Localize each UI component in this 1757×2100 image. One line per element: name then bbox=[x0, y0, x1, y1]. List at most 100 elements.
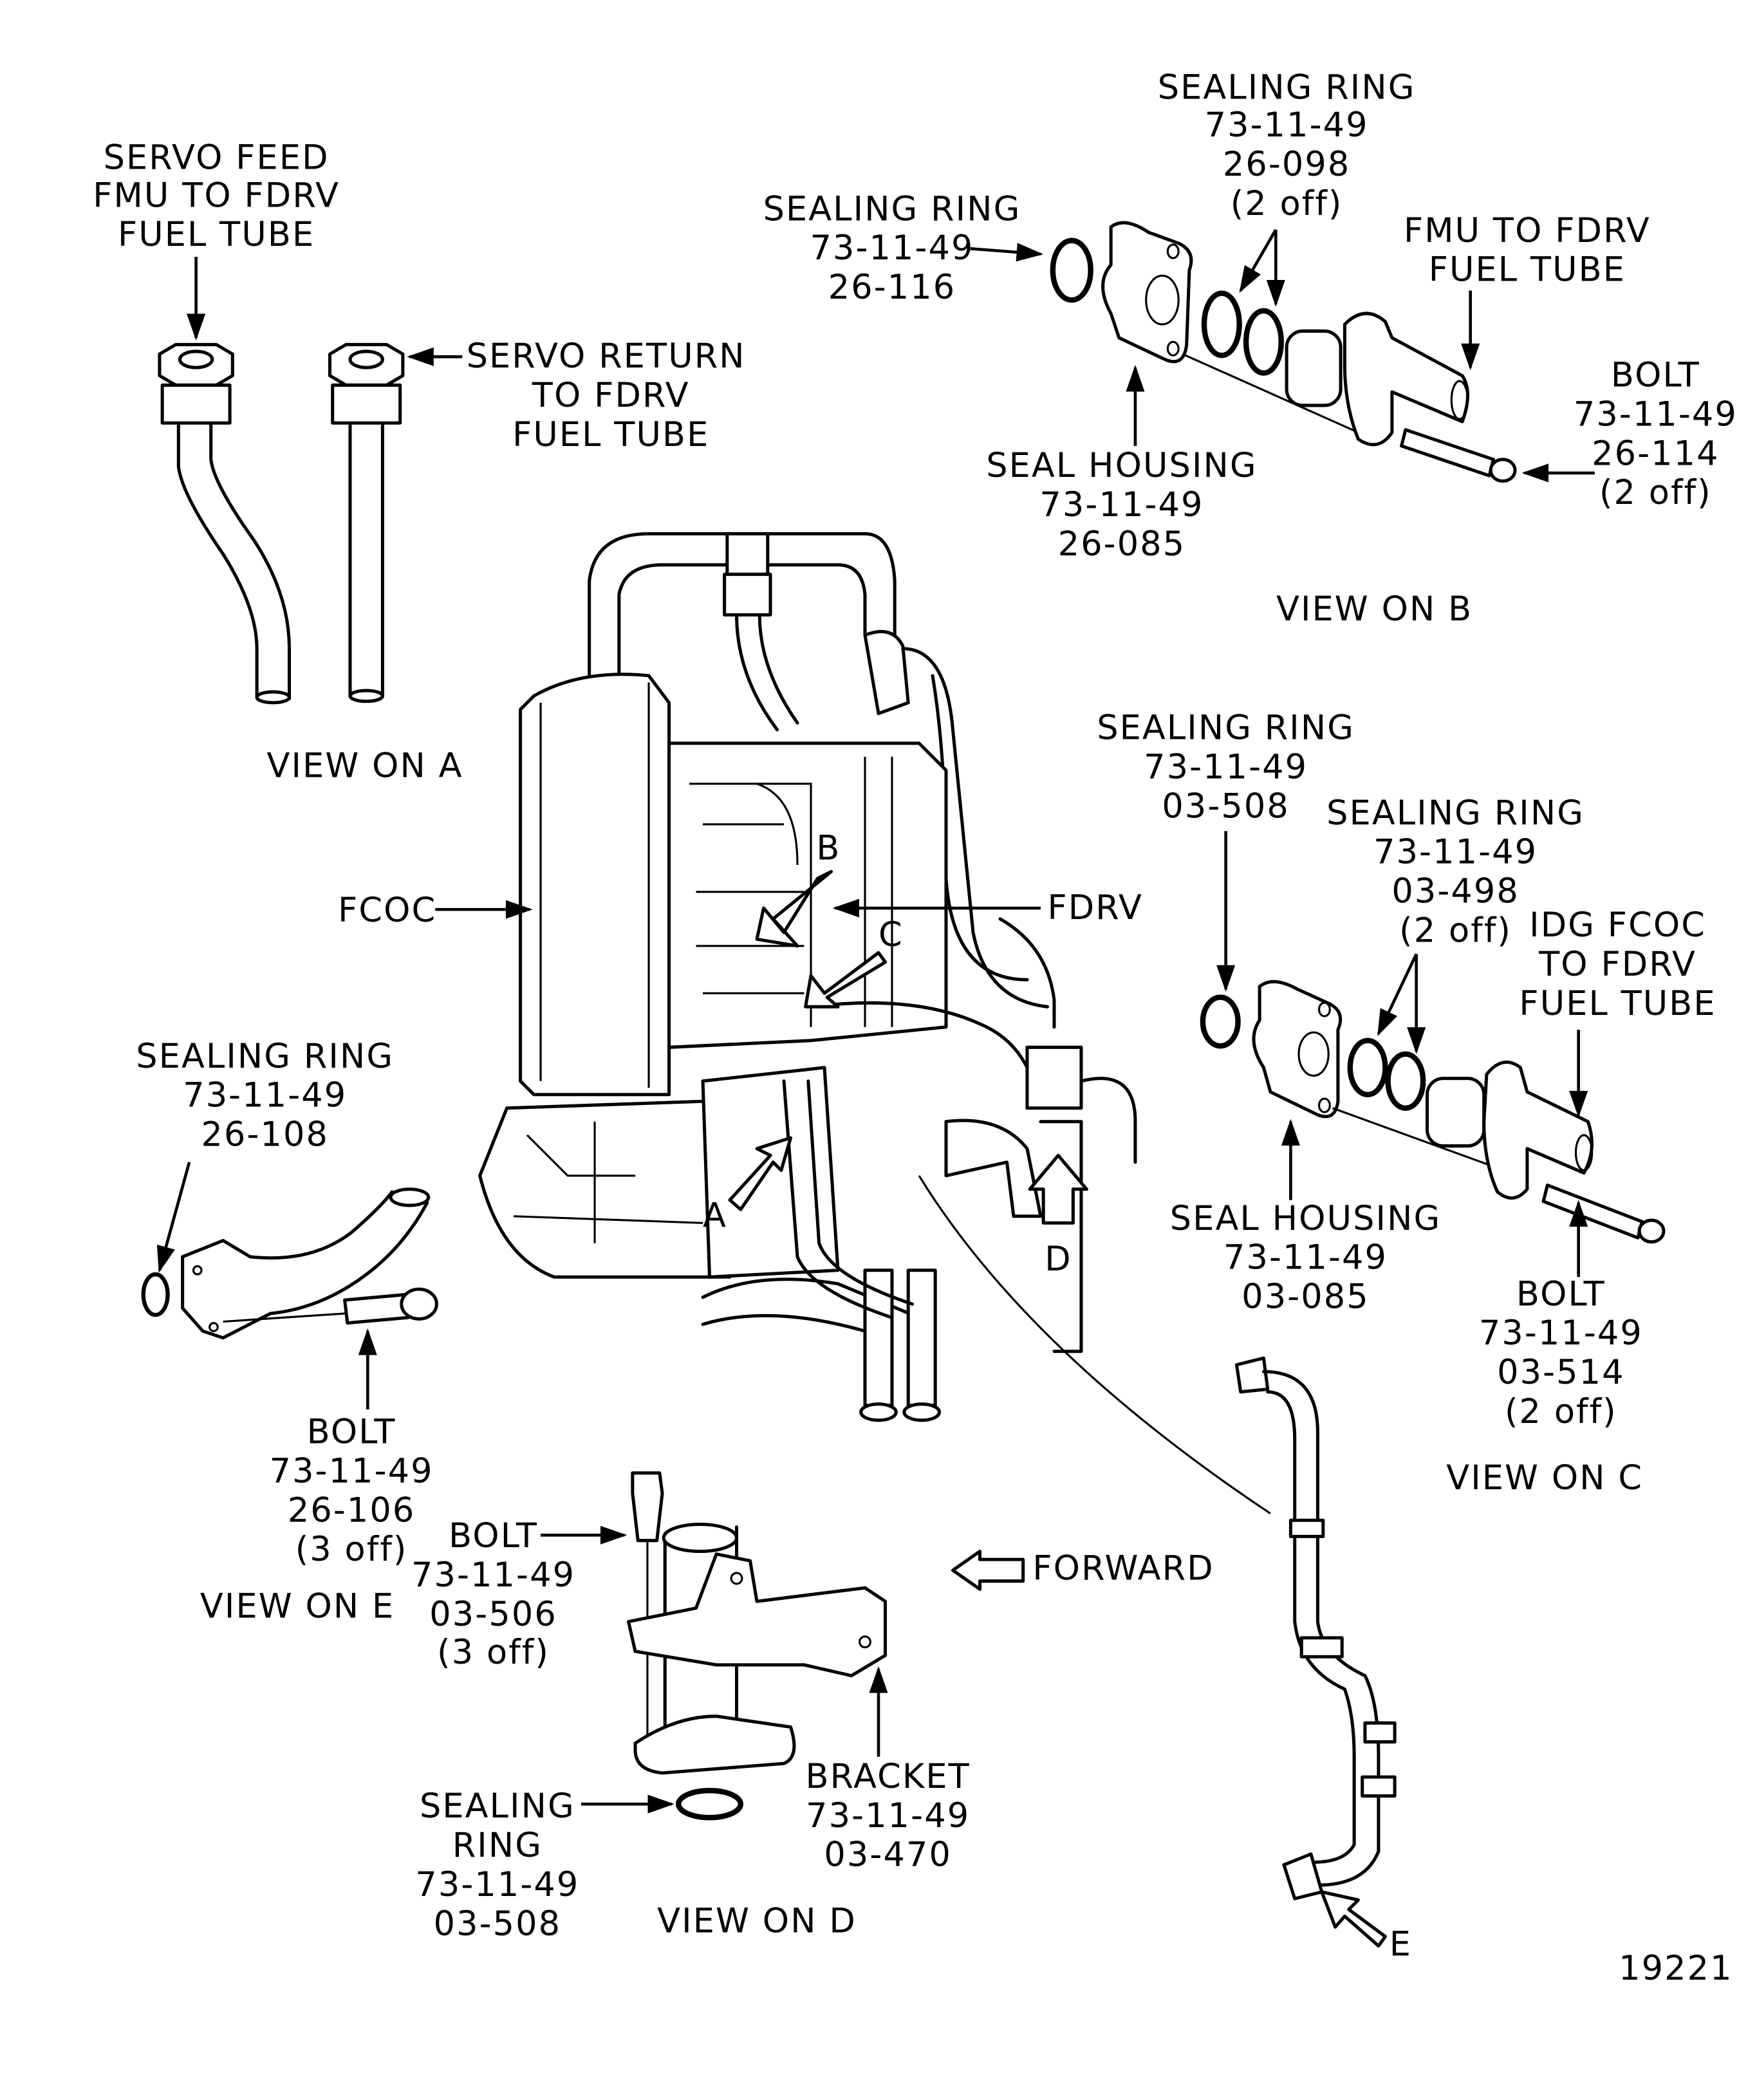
bolt-label: BOLT bbox=[1611, 356, 1700, 395]
servo-return-label: FUEL TUBE bbox=[512, 415, 709, 454]
sealing-ring-label: (2 off) bbox=[1231, 184, 1343, 223]
elbow-tube bbox=[181, 1190, 429, 1340]
fuel-tube-label: TO FDRV bbox=[1538, 945, 1697, 984]
view-arrow-a bbox=[728, 1136, 793, 1211]
sealing-ring-label: 73-11-49 bbox=[415, 1865, 579, 1904]
sealing-ring-label: SEALING RING bbox=[1326, 794, 1585, 833]
view-e-title: VIEW ON E bbox=[200, 1586, 395, 1626]
fuel-tube-label: FMU TO FDRV bbox=[1404, 211, 1651, 250]
bolt-label: 26-106 bbox=[288, 1491, 416, 1530]
sealing-ring-label: SEALING RING bbox=[136, 1037, 394, 1076]
view-letter-a: A bbox=[703, 1196, 727, 1236]
bolt-label: (3 off) bbox=[437, 1633, 550, 1672]
view-d-assembly bbox=[627, 1471, 888, 1821]
leader bbox=[970, 243, 1044, 262]
sealing-ring-label: 73-11-49 bbox=[1373, 833, 1538, 872]
sealing-ring-label: RING bbox=[452, 1826, 543, 1865]
bolt-label: 03-506 bbox=[429, 1595, 557, 1634]
forward-label: FORWARD bbox=[1032, 1549, 1214, 1588]
bolt-label: 73-11-49 bbox=[1479, 1314, 1643, 1353]
seal-housing-label: 03-085 bbox=[1241, 1278, 1370, 1317]
leader bbox=[1239, 228, 1278, 293]
view-b-assembly bbox=[1050, 221, 1517, 483]
bolt-03-506 bbox=[631, 1471, 664, 1543]
bracket-label: BRACKET bbox=[806, 1757, 971, 1796]
bracket-label: 03-470 bbox=[824, 1835, 952, 1875]
view-c-title: VIEW ON C bbox=[1446, 1458, 1643, 1498]
sealing-ring-label: SEALING RING bbox=[1097, 709, 1355, 748]
seal-housing-03-085 bbox=[1252, 980, 1343, 1119]
sealing-ring-label: 73-11-49 bbox=[1205, 106, 1369, 145]
bolt-label: (3 off) bbox=[295, 1530, 408, 1569]
forward-arrow-icon bbox=[951, 1549, 1025, 1591]
bracket-03-470 bbox=[627, 1552, 888, 1678]
seal-housing-label: SEAL HOUSING bbox=[1170, 1199, 1441, 1238]
gearbox-housing bbox=[478, 1099, 732, 1279]
sealing-ring-label: 26-108 bbox=[201, 1115, 329, 1155]
fmu-to-fdrv-fuel-tube-b bbox=[1343, 311, 1469, 447]
fcoc-canister bbox=[519, 673, 671, 1097]
main-assembly bbox=[478, 532, 1271, 1515]
servo-feed-label: SERVO FEED bbox=[104, 138, 330, 177]
sealing-ring-label: 73-11-49 bbox=[1144, 747, 1308, 786]
bolt-03-514 bbox=[1541, 1183, 1644, 1240]
bolt-label: 73-11-49 bbox=[1574, 395, 1738, 434]
fuel-tube-label: FUEL TUBE bbox=[1519, 984, 1716, 1023]
bolt-label: BOLT bbox=[307, 1413, 396, 1452]
sealing-ring-label: 73-11-49 bbox=[810, 228, 974, 268]
servo-return-tube bbox=[328, 342, 405, 703]
bolt-label: BOLT bbox=[449, 1516, 538, 1556]
leader bbox=[156, 1162, 191, 1273]
seal-housing-label: SEAL HOUSING bbox=[986, 446, 1257, 485]
seal-housing-label: 73-11-49 bbox=[1223, 1238, 1388, 1278]
bolt-label: BOLT bbox=[1516, 1274, 1606, 1314]
view-d-title: VIEW ON D bbox=[657, 1902, 857, 1941]
sealing-ring-label: SEALING bbox=[420, 1787, 575, 1826]
sealing-ring-label: 26-098 bbox=[1223, 145, 1351, 184]
bolt-label: 73-11-49 bbox=[411, 1556, 575, 1595]
sealing-ring-03-498 bbox=[1347, 1037, 1388, 1097]
view-a-title: VIEW ON A bbox=[267, 746, 463, 785]
view-letter-d: D bbox=[1045, 1240, 1072, 1279]
sealing-ring-label: SEALING RING bbox=[1158, 68, 1416, 107]
sealing-ring-26-098 bbox=[1243, 308, 1284, 376]
sealing-ring-label: (2 off) bbox=[1399, 911, 1512, 951]
servo-return-label: TO FDRV bbox=[532, 376, 690, 415]
bolt-label: (2 off) bbox=[1599, 473, 1712, 512]
bolt-26-114 bbox=[1400, 428, 1495, 478]
bolt-label: 03-514 bbox=[1497, 1353, 1625, 1392]
figure-number: 19221 bbox=[1619, 1949, 1733, 1988]
servo-feed-tube bbox=[158, 342, 292, 705]
sealing-ring-label: 73-11-49 bbox=[183, 1076, 347, 1115]
sealing-ring-26-098 bbox=[1201, 290, 1242, 358]
fuel-tube-e bbox=[1234, 1356, 1397, 1900]
idg-fcoc-to-fdrv-fuel-tube bbox=[1482, 1060, 1594, 1200]
fuel-tube-label: IDG FCOC bbox=[1529, 906, 1706, 945]
view-a-tubes bbox=[158, 342, 405, 705]
leader bbox=[1377, 953, 1418, 1037]
sealing-ring-26-108 bbox=[141, 1272, 170, 1317]
view-c-assembly bbox=[1200, 980, 1666, 1244]
view-arrow-b bbox=[755, 869, 833, 948]
sealing-ring-03-508-d bbox=[676, 1787, 744, 1821]
view-letter-c: C bbox=[879, 915, 904, 954]
bolt-label: (2 off) bbox=[1505, 1392, 1617, 1431]
sealing-ring-label: 03-508 bbox=[434, 1904, 562, 1944]
seal-housing-label: 26-085 bbox=[1058, 525, 1186, 564]
bolt-26-106 bbox=[343, 1293, 410, 1325]
seal-housing-label: 73-11-49 bbox=[1039, 485, 1204, 525]
servo-return-label: SERVO RETURN bbox=[467, 337, 746, 376]
bolt-label: 26-114 bbox=[1592, 434, 1720, 473]
sealing-ring-26-116 bbox=[1050, 237, 1093, 303]
view-e-assembly bbox=[141, 1187, 438, 1340]
view-b-title: VIEW ON B bbox=[1276, 590, 1473, 629]
bolt-label: 73-11-49 bbox=[270, 1451, 434, 1491]
sealing-ring-03-508 bbox=[1200, 994, 1241, 1049]
servo-feed-label: FUEL TUBE bbox=[118, 215, 315, 254]
sealing-ring-label: 03-498 bbox=[1391, 872, 1520, 911]
fuel-tube-label: FUEL TUBE bbox=[1429, 250, 1626, 290]
sealing-ring-03-498 bbox=[1385, 1051, 1426, 1111]
sealing-ring-label: 26-116 bbox=[828, 268, 956, 307]
fcoc-label: FCOC bbox=[338, 891, 436, 930]
